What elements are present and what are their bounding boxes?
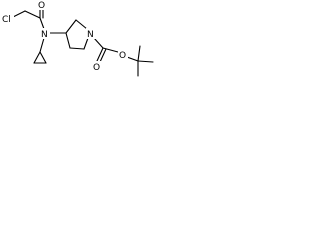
cyclopropyl-bond-3	[39, 51, 47, 64]
svg-text:N: N	[41, 30, 48, 40]
bond-carbamate-c-o-ester	[102, 47, 119, 53]
cyclopropyl-bond-1	[33, 51, 41, 64]
bond-cq-me-top	[137, 45, 141, 62]
bond-n1-carbamate-c	[93, 37, 104, 49]
svg-text:O: O	[93, 63, 100, 73]
bond-co-n	[39, 17, 45, 30]
atom-label-cl: Cl	[1, 13, 14, 25]
atom-label-n-ring: N	[86, 28, 96, 40]
pyrrolidine-bond-c2-n1	[75, 19, 88, 30]
bond-n-cyclopropyl	[39, 37, 45, 53]
svg-text:Cl: Cl	[2, 15, 11, 25]
pyrrolidine-bond-c5-c4	[69, 47, 85, 50]
chemical-structure-diagram: Cl O N N O O	[1, 0, 154, 77]
svg-text:O: O	[38, 1, 45, 11]
svg-text:N: N	[87, 30, 94, 40]
atom-label-o-ester: O	[118, 49, 128, 61]
pyrrolidine-bond-c4-c3	[65, 32, 71, 49]
atom-label-o-acyl: O	[37, 0, 46, 11]
pyrrolidine-bond-n1-c5	[83, 37, 89, 50]
bond-o-ester-cq	[126, 56, 139, 62]
atom-label-o-carbamate: O	[92, 61, 102, 73]
bond-ch2-co	[24, 10, 41, 19]
atom-label-n-amide: N	[40, 28, 50, 40]
bond-cq-me-right	[137, 60, 154, 63]
svg-text:O: O	[119, 51, 126, 61]
pyrrolidine-bond-c3-c2	[65, 19, 77, 34]
bond-cl-ch2	[12, 10, 26, 18]
bond-carbamate-o-double-1	[96, 47, 104, 62]
bond-carbamate-o-double-2	[99, 48, 107, 63]
